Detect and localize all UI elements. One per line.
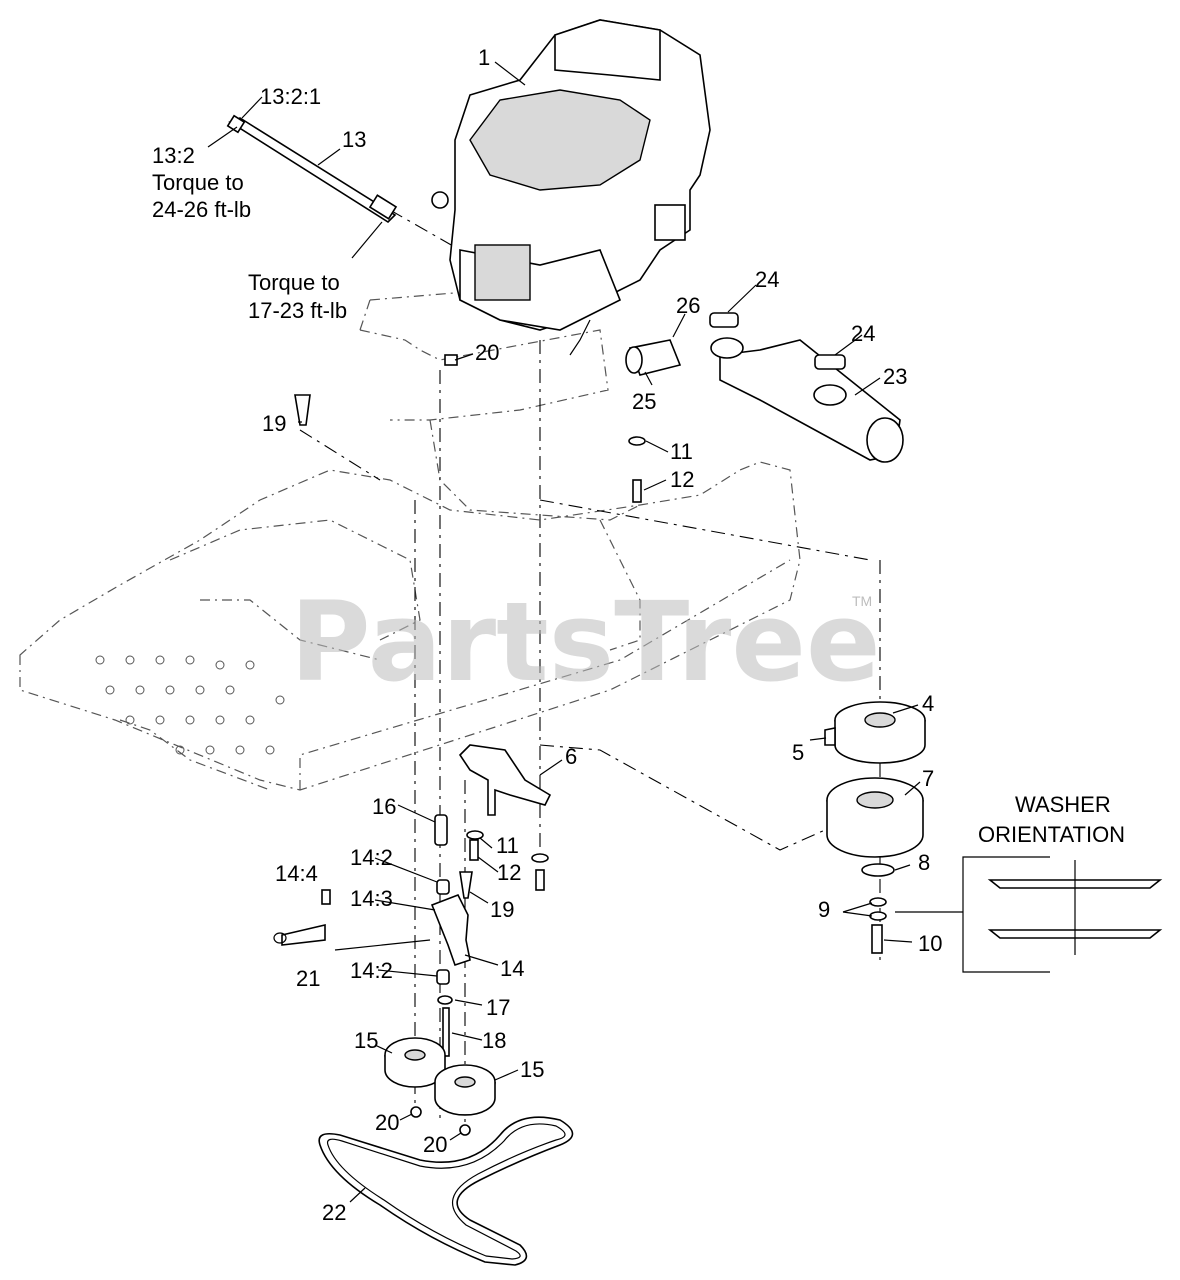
callout-22: 22	[322, 1200, 346, 1225]
idler-arm	[273, 879, 471, 1057]
callout-16: 16	[372, 794, 396, 819]
callout-26: 26	[676, 293, 700, 318]
callout-13-2: 13:2	[152, 143, 195, 168]
callout-12b: 12	[497, 860, 521, 885]
idler-pulleys	[384, 1037, 496, 1136]
washer-orientation-box	[895, 856, 1163, 973]
callout-21: 21	[296, 966, 320, 991]
callout-11a: 11	[670, 439, 693, 464]
washer-orientation-line1: WASHER	[1015, 792, 1111, 817]
callout-19b: 19	[490, 897, 514, 922]
torque-note-lower-line1: Torque to	[248, 270, 340, 295]
callout-15a: 15	[354, 1028, 378, 1053]
callout-20a: 20	[475, 340, 499, 365]
callout-13: 13	[342, 127, 366, 152]
torque-note-upper-line2: 24-26 ft-lb	[152, 197, 251, 222]
leader-lines	[207, 61, 921, 1203]
clutch-assembly	[824, 701, 926, 954]
callout-9: 9	[818, 897, 830, 922]
callout-14-4: 14:4	[275, 861, 318, 886]
callout-18: 18	[482, 1028, 506, 1053]
callout-24a: 24	[755, 267, 779, 292]
callout-12a: 12	[670, 467, 694, 492]
callout-14-2a: 14:2	[350, 845, 393, 870]
callout-15b: 15	[520, 1057, 544, 1082]
bracket	[458, 744, 552, 816]
callout-8: 8	[918, 850, 930, 875]
callout-1: 1	[478, 45, 490, 70]
callout-7: 7	[922, 766, 934, 791]
callout-24b: 24	[851, 321, 875, 346]
callout-13-2-1: 13:2:1	[260, 84, 321, 109]
torque-note-lower-line2: 17-23 ft-lb	[248, 298, 347, 323]
callout-5: 5	[792, 740, 804, 765]
callout-14-3: 14:3	[350, 886, 393, 911]
callout-6: 6	[565, 744, 577, 769]
drive-belt	[318, 1116, 574, 1266]
callout-10: 10	[918, 931, 942, 956]
callout-20c: 20	[423, 1132, 447, 1157]
callout-19a: 19	[262, 411, 286, 436]
torque-note-upper-line1: Torque to	[152, 170, 244, 195]
fasteners	[294, 354, 646, 899]
callout-20b: 20	[375, 1110, 399, 1135]
callout-14: 14	[500, 956, 524, 981]
callout-25: 25	[632, 389, 656, 414]
callout-11b: 11	[496, 833, 519, 858]
watermark-trademark: TM	[852, 593, 872, 609]
washer-orientation-line2: ORIENTATION	[978, 822, 1125, 847]
engine	[431, 19, 711, 356]
callout-17: 17	[486, 995, 510, 1020]
callout-14-2b: 14:2	[350, 958, 393, 983]
watermark-text: PartsTree	[290, 578, 881, 706]
muffler-assembly	[625, 312, 904, 463]
callout-4: 4	[922, 691, 934, 716]
callout-23: 23	[883, 364, 907, 389]
footplate-holes	[95, 655, 285, 755]
pto-shaft	[226, 114, 398, 224]
chassis-frame	[19, 279, 801, 791]
